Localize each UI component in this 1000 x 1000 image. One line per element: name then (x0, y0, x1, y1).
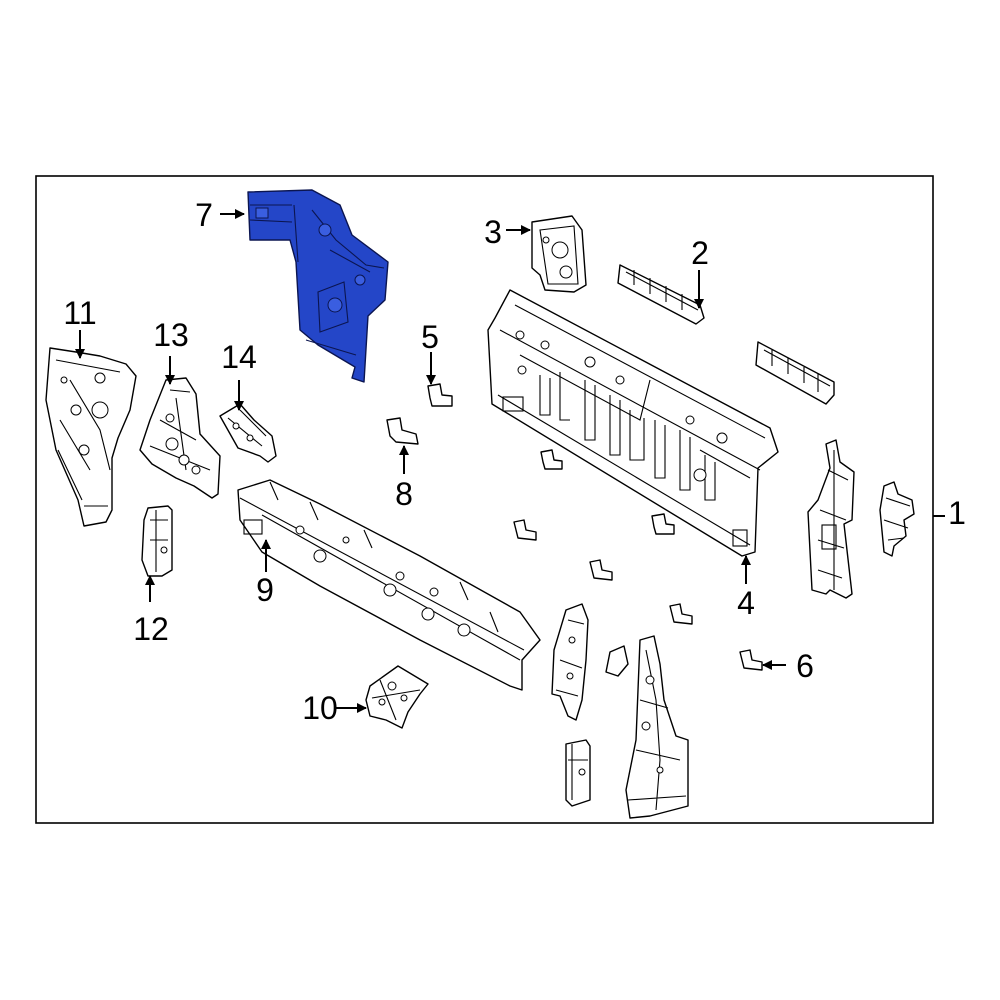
callout-6: 6 (796, 648, 814, 684)
leader-arrows (75, 209, 786, 713)
part-11[interactable] (45, 347, 137, 527)
callout-3: 3 (484, 214, 502, 250)
clip-d[interactable] (589, 559, 613, 581)
callout-4: 4 (737, 585, 755, 621)
part-10[interactable] (365, 665, 429, 729)
clip-a[interactable] (540, 449, 563, 470)
callout-9: 9 (256, 572, 274, 608)
callout-7: 7 (195, 197, 213, 233)
part-1-side-bracket[interactable] (807, 439, 855, 599)
callout-13: 13 (153, 317, 189, 353)
lower-pillar[interactable] (625, 635, 689, 819)
callout-5: 5 (421, 319, 439, 355)
part-5-clip[interactable] (427, 383, 453, 407)
callout-14: 14 (221, 339, 257, 375)
part-3[interactable] (531, 215, 587, 293)
part-12[interactable] (141, 505, 173, 577)
diagram-frame (35, 175, 934, 824)
lower-bracket-a[interactable] (551, 603, 589, 721)
part-7-highlighted[interactable] (247, 189, 389, 383)
part-14[interactable] (219, 403, 277, 463)
clip-b[interactable] (513, 519, 537, 541)
callout-1: 1 (948, 495, 966, 531)
part-4-back-panel[interactable] (487, 289, 779, 557)
lower-clip[interactable] (605, 645, 629, 677)
clip-c[interactable] (651, 513, 675, 535)
part-1-small-bracket[interactable] (879, 481, 915, 557)
part-2[interactable] (617, 264, 705, 325)
callout-10: 10 (302, 690, 338, 726)
part-9-crossmember[interactable] (237, 479, 541, 691)
part-8-clip[interactable] (386, 417, 419, 445)
callout-12: 12 (133, 611, 169, 647)
part-2-second-bracket[interactable] (755, 341, 835, 405)
part-6-clip[interactable] (739, 649, 763, 671)
part-13[interactable] (139, 377, 221, 499)
callout-11: 11 (63, 295, 96, 331)
lower-post[interactable] (565, 739, 591, 807)
callout-8: 8 (395, 476, 413, 512)
callout-2: 2 (691, 235, 709, 271)
clip-e[interactable] (669, 603, 693, 625)
